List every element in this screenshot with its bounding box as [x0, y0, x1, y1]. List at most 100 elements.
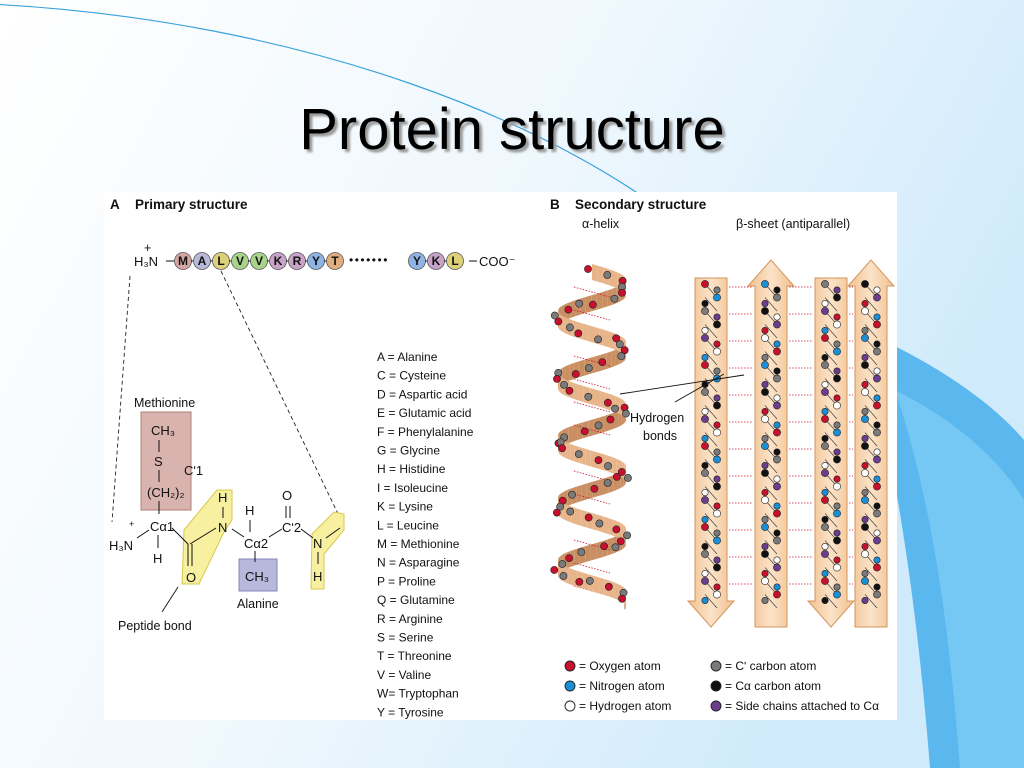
- helix-ribbon-segment: [606, 351, 612, 370]
- helix-atom: [577, 548, 586, 557]
- sheet-atom: [861, 523, 869, 531]
- sheet-atom: [713, 313, 721, 321]
- helix-atom: [560, 380, 568, 389]
- helix-atom: [565, 386, 574, 395]
- residue-m-letter: M: [178, 254, 188, 268]
- legend-swatch: [564, 680, 576, 692]
- sheet-atom: [761, 354, 769, 362]
- decorative-swoosh-line: [0, 4, 701, 241]
- sheet-atom: [761, 381, 769, 389]
- sulfur-atom: S: [154, 454, 163, 469]
- sheet-atom: [833, 367, 841, 375]
- sheet-atom: [701, 388, 709, 396]
- sheet-atom: [701, 408, 709, 416]
- sheet-atom: [873, 367, 881, 375]
- sheet-atom: [873, 374, 881, 383]
- sheet-atom: [873, 583, 881, 591]
- helix-atom: [584, 265, 592, 273]
- sheet-atom: [861, 388, 869, 396]
- helix-atom: [618, 288, 626, 297]
- sheet-atom: [701, 488, 709, 496]
- helix-atom: [603, 478, 612, 487]
- sheet-atom: [713, 590, 721, 599]
- sheet-atom: [701, 461, 709, 469]
- alanine-label: Alanine: [237, 597, 279, 611]
- residue-t-circle: [326, 252, 344, 270]
- helix-atom: [594, 421, 603, 430]
- helix-ribbon-segment: [600, 391, 606, 409]
- amino-acid-key-item: G = Glycine: [377, 444, 440, 458]
- sheet-atom: [821, 523, 829, 531]
- helix-ribbon-segment: [568, 567, 573, 586]
- amino-acid-key-item: D = Aspartic acid: [377, 387, 467, 401]
- sheet-atom: [761, 515, 769, 523]
- sheet-atom: [773, 536, 781, 545]
- helix-ribbon-segment: [585, 448, 591, 467]
- amino-acid-key-item: W= Tryptophan: [377, 687, 459, 701]
- sheet-atom: [701, 550, 709, 558]
- helix-atom: [612, 525, 621, 534]
- legend-label: = Cα carbon atom: [725, 679, 821, 693]
- helix-atom: [617, 468, 626, 476]
- helix-atom: [552, 508, 561, 517]
- helix-atom: [571, 370, 580, 378]
- sheet-atom: [821, 496, 829, 504]
- sheet-atom: [761, 542, 769, 550]
- helix-atom: [575, 299, 584, 308]
- residue-v-letter: V: [236, 254, 244, 268]
- panel-a-heading: Primary structure: [135, 197, 248, 212]
- atom-legend: = Oxygen atom= Nitrogen atom= Hydrogen a…: [564, 659, 879, 713]
- helix-ribbon-segment: [568, 425, 573, 444]
- sheet-atom: [821, 515, 829, 523]
- sheet-atom: [873, 394, 881, 402]
- h-nitrogen-1: H: [218, 490, 227, 505]
- sheet-atom: [861, 442, 869, 450]
- sheet-atom: [833, 293, 841, 302]
- sheet-atom: [861, 354, 869, 362]
- slide-title: Protein structure: [299, 97, 725, 162]
- helix-ribbon-segment: [563, 503, 568, 521]
- helix-atom: [588, 300, 597, 309]
- helix-ribbon-segment: [573, 382, 579, 401]
- sheet-atom: [833, 421, 841, 429]
- sheet-atom: [833, 583, 841, 591]
- helix-atom: [550, 566, 559, 574]
- helix-atom: [556, 502, 565, 511]
- n-terminus: H₃N: [134, 254, 158, 269]
- helix-atom: [600, 542, 608, 551]
- helix-atom: [584, 364, 593, 372]
- sheet-atom: [873, 556, 881, 564]
- helix-atom: [612, 334, 621, 343]
- sheet-atom: [761, 442, 769, 450]
- sheet-atom: [833, 536, 841, 545]
- residue-t-letter: T: [331, 254, 339, 268]
- residue-y-letter: Y: [312, 254, 320, 268]
- helix-ribbon-segment: [596, 292, 603, 310]
- sheet-atom: [861, 550, 869, 558]
- sheet-atom: [873, 475, 881, 483]
- sheet-atom: [713, 367, 721, 375]
- sheet-atom: [861, 469, 869, 477]
- sheet-atom: [701, 496, 709, 504]
- amino-acid-key-item: R = Arginine: [377, 612, 443, 626]
- sheet-atom: [761, 577, 769, 585]
- residue-k-letter: K: [274, 254, 283, 268]
- sheet-atom: [713, 401, 721, 410]
- sheet-atom: [821, 307, 829, 315]
- sheet-atom: [821, 488, 829, 496]
- helix-ribbon-segment: [599, 577, 605, 596]
- helix-ribbon-segment: [607, 537, 613, 556]
- beta-strand-arrow: [846, 259, 896, 628]
- sheet-atom: [761, 388, 769, 396]
- sheet-atom: [713, 482, 721, 491]
- helix-ribbon-segment: [575, 508, 582, 526]
- legend-label: = Cʹ carbon atom: [725, 659, 816, 673]
- sheet-atom: [713, 428, 721, 437]
- helix-atom: [565, 323, 574, 332]
- sheet-atom: [833, 448, 841, 456]
- sheet-atom: [713, 293, 721, 302]
- sheet-atom: [773, 428, 781, 437]
- sheet-atom: [761, 415, 769, 423]
- helix-ribbon-segment: [593, 575, 600, 594]
- sheet-atom: [713, 529, 721, 537]
